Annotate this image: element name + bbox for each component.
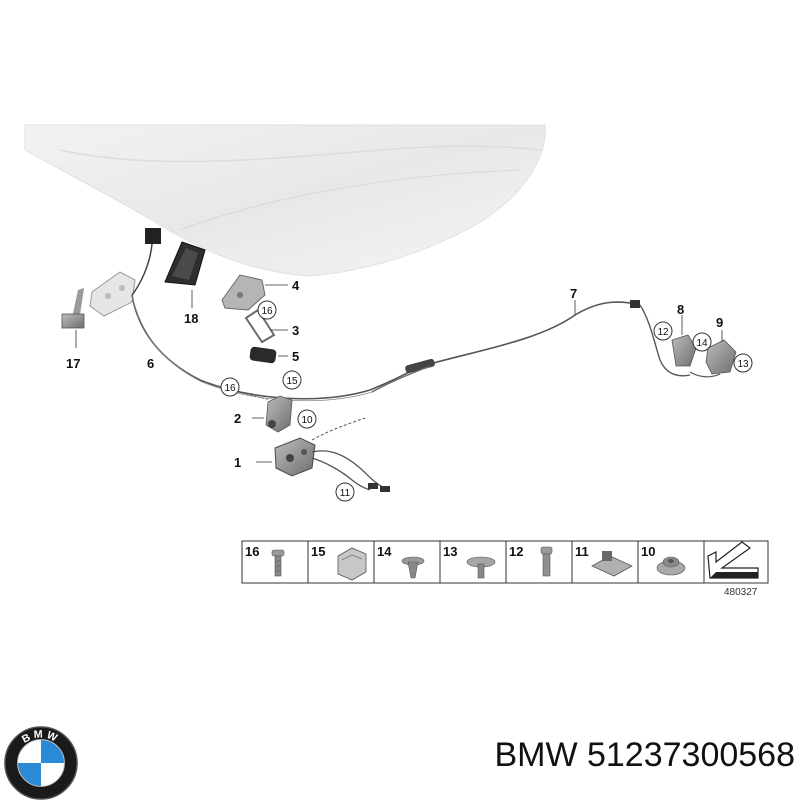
callout-7: 7: [570, 286, 577, 301]
screw-13-icon: [466, 556, 496, 579]
bmw-logo-icon: BMW: [4, 726, 78, 800]
table-cell-12: 12: [509, 544, 523, 559]
callout-2: 2: [234, 411, 241, 426]
bolt-12-icon: [540, 546, 553, 577]
clip-15-icon: [337, 547, 367, 581]
part-1-hood-lock: [256, 417, 390, 492]
part-5-pad: [249, 346, 288, 364]
circled-10: 10: [297, 409, 317, 429]
part-17-latch-plate: [89, 271, 136, 317]
svg-text:12: 12: [657, 327, 669, 338]
svg-text:15: 15: [286, 376, 298, 387]
callout-8: 8: [677, 302, 684, 317]
circled-12: 12: [653, 321, 673, 341]
callout-18: 18: [184, 311, 198, 326]
callout-labels: 17 18 6 4 3 5 2 1 7 8 9: [66, 278, 723, 470]
circled-16-lower: 16: [220, 377, 271, 401]
svg-text:16: 16: [224, 383, 236, 394]
part-18-handle: [164, 241, 206, 308]
callout-4: 4: [292, 278, 300, 293]
callout-3: 3: [292, 323, 299, 338]
caption-part-number: 51237300568: [586, 736, 795, 774]
hood-panel: [24, 124, 546, 277]
callout-9: 9: [716, 315, 723, 330]
circled-11: 11: [335, 482, 355, 502]
document-number: 480327: [724, 587, 758, 598]
svg-text:13: 13: [737, 359, 749, 370]
table-cell-14: 14: [377, 544, 392, 559]
callout-1: 1: [234, 455, 241, 470]
circled-13: 13: [733, 353, 753, 373]
table-cell-13: 13: [443, 544, 457, 559]
part-17-bracket: [61, 288, 85, 348]
clip-11-icon: [591, 551, 633, 577]
table-cell-16: 16: [245, 544, 259, 559]
part-3-seal: [244, 308, 288, 344]
circled-16-upper: 16: [257, 300, 277, 320]
small-parts-table: 16 15 14 13 12 11 10: [241, 540, 769, 598]
nut-10-icon: [656, 556, 686, 576]
cable-7: [371, 300, 691, 393]
part-caption: BMW 51237300568: [410, 736, 795, 775]
screw-14-icon: [401, 556, 425, 579]
screw-16-icon: [271, 549, 285, 577]
circled-callouts: 16 16 15 10 11 12 14 13: [220, 300, 753, 502]
circled-14: 14: [692, 332, 712, 352]
direction-arrow-icon: [707, 541, 759, 579]
svg-text:11: 11: [340, 488, 351, 499]
table-cell-10: 10: [641, 544, 655, 559]
part-8-latch: [671, 315, 697, 367]
svg-text:BMW: BMW: [20, 728, 62, 745]
callout-6: 6: [147, 356, 154, 371]
svg-text:14: 14: [696, 338, 708, 349]
svg-text:16: 16: [261, 306, 273, 317]
part-2-catch: [252, 395, 293, 433]
part-4-bracket: [221, 274, 288, 311]
part-9-latch: [689, 330, 737, 378]
caption-brand: BMW: [494, 736, 578, 774]
table-cell-11: 11: [575, 544, 589, 559]
circled-15: 15: [282, 370, 302, 390]
callout-17: 17: [66, 356, 80, 371]
svg-text:10: 10: [301, 415, 313, 426]
callout-5: 5: [292, 349, 299, 364]
table-cell-15: 15: [311, 544, 325, 559]
